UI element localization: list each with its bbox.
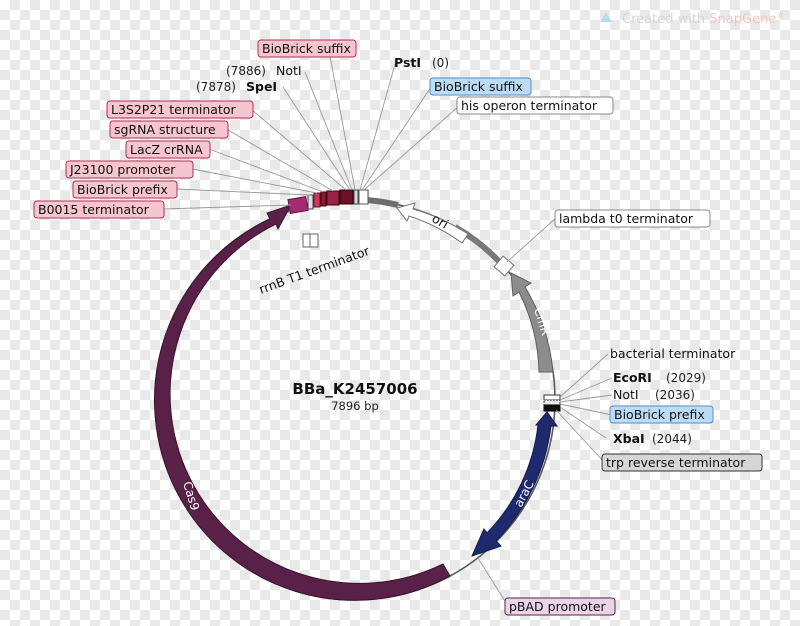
- ori-feature: [396, 202, 469, 244]
- j23100-box: [65, 160, 194, 179]
- b0015-feature: [287, 195, 309, 215]
- spei-position: (7878): [196, 80, 236, 94]
- biobrick-prefix-right-feature: [543, 399, 561, 406]
- arac-feature: [471, 411, 558, 557]
- noti-right-name: NotI: [613, 387, 639, 402]
- biobrick-prefix-left-feature: [307, 194, 314, 210]
- pbad-label: pBAD promoter: [509, 599, 607, 614]
- trp-reverse-box: [601, 453, 763, 472]
- cas9-feature: [154, 204, 451, 601]
- right-feature-cluster: [543, 394, 561, 412]
- xbai-name: XbaI: [613, 431, 645, 446]
- his-terminator-box: [456, 96, 614, 115]
- sgrna-box: [109, 120, 229, 139]
- biobrick-prefix-left-label: BioBrick prefix: [77, 182, 168, 197]
- biobrick-suffix-blue-box: [429, 77, 532, 96]
- l3s2p21-feature: [339, 189, 354, 205]
- sgrna-label: sgRNA structure: [114, 122, 216, 137]
- snapgene-logo-icon: [600, 12, 612, 22]
- biobrick-prefix-left-box: [72, 180, 178, 199]
- trp-reverse-label: trp reverse terminator: [606, 455, 746, 470]
- lacz-label: LacZ crRNA: [130, 142, 203, 157]
- xbai-position: (2044): [652, 432, 692, 446]
- ori-label: ori: [430, 211, 452, 232]
- ecori-position: (2029): [666, 371, 706, 385]
- biobrick-suffix-top-label: BioBrick suffix: [262, 41, 351, 56]
- spei-name: SpeI: [246, 79, 277, 94]
- trp-reverse-feature: [543, 404, 561, 412]
- backbone-segment-top: [365, 197, 399, 208]
- lambda-t0-box: [554, 209, 711, 228]
- lacz-feature: [320, 191, 327, 207]
- l3s2p21-label: L3S2P21 terminator: [111, 102, 237, 117]
- psti-position: (0): [432, 56, 449, 70]
- his-terminator-feature: [358, 189, 369, 205]
- watermark: Created with SnapGene®: [600, 11, 784, 27]
- watermark-registered: ®: [776, 11, 784, 20]
- j23100-feature: [313, 192, 321, 208]
- lacz-box: [125, 140, 211, 159]
- top-feature-cluster: [287, 189, 369, 215]
- psti-name: PstI: [394, 55, 421, 70]
- j23100-label: J23100 promoter: [69, 162, 176, 177]
- his-terminator-label: his operon terminator: [461, 98, 598, 113]
- biobrick-prefix-right-box: [609, 405, 714, 424]
- cmr-feature: [510, 272, 554, 373]
- noti-right-position: (2036): [655, 388, 695, 402]
- plasmid-name: BBa_K2457006: [292, 380, 417, 398]
- sgrna-feature: [326, 190, 340, 206]
- pbad-box: [504, 597, 616, 616]
- ecori-name: EcoRI: [613, 370, 652, 385]
- watermark-brand: SnapGene: [709, 12, 776, 27]
- noti-top-name: NotI: [276, 63, 302, 78]
- biobrick-suffix-top-box: [257, 39, 357, 58]
- rrnb-label: rrnB T1 terminator: [257, 243, 372, 297]
- leader-lines: [162, 55, 613, 607]
- watermark-prefix: Created with: [622, 12, 709, 27]
- svg-text:Created with SnapGene®: Created with SnapGene®: [622, 11, 784, 27]
- l3s2p21-box: [106, 100, 254, 119]
- noti-top-position: (7886): [226, 64, 266, 78]
- bacterial-terminator-label: bacterial terminator: [610, 346, 736, 361]
- arac-label: araC: [511, 478, 537, 509]
- bacterial-terminator-feature: [543, 394, 561, 401]
- b0015-box: [33, 200, 165, 219]
- plasmid-length: 7896 bp: [331, 399, 379, 413]
- biobrick-suffix-top-feature: [353, 189, 359, 205]
- biobrick-prefix-right-label: BioBrick prefix: [614, 407, 705, 422]
- b0015-label: B0015 terminator: [38, 202, 150, 217]
- lambda-t0-label: lambda t0 terminator: [559, 211, 694, 226]
- biobrick-suffix-blue-label: BioBrick suffix: [434, 79, 523, 94]
